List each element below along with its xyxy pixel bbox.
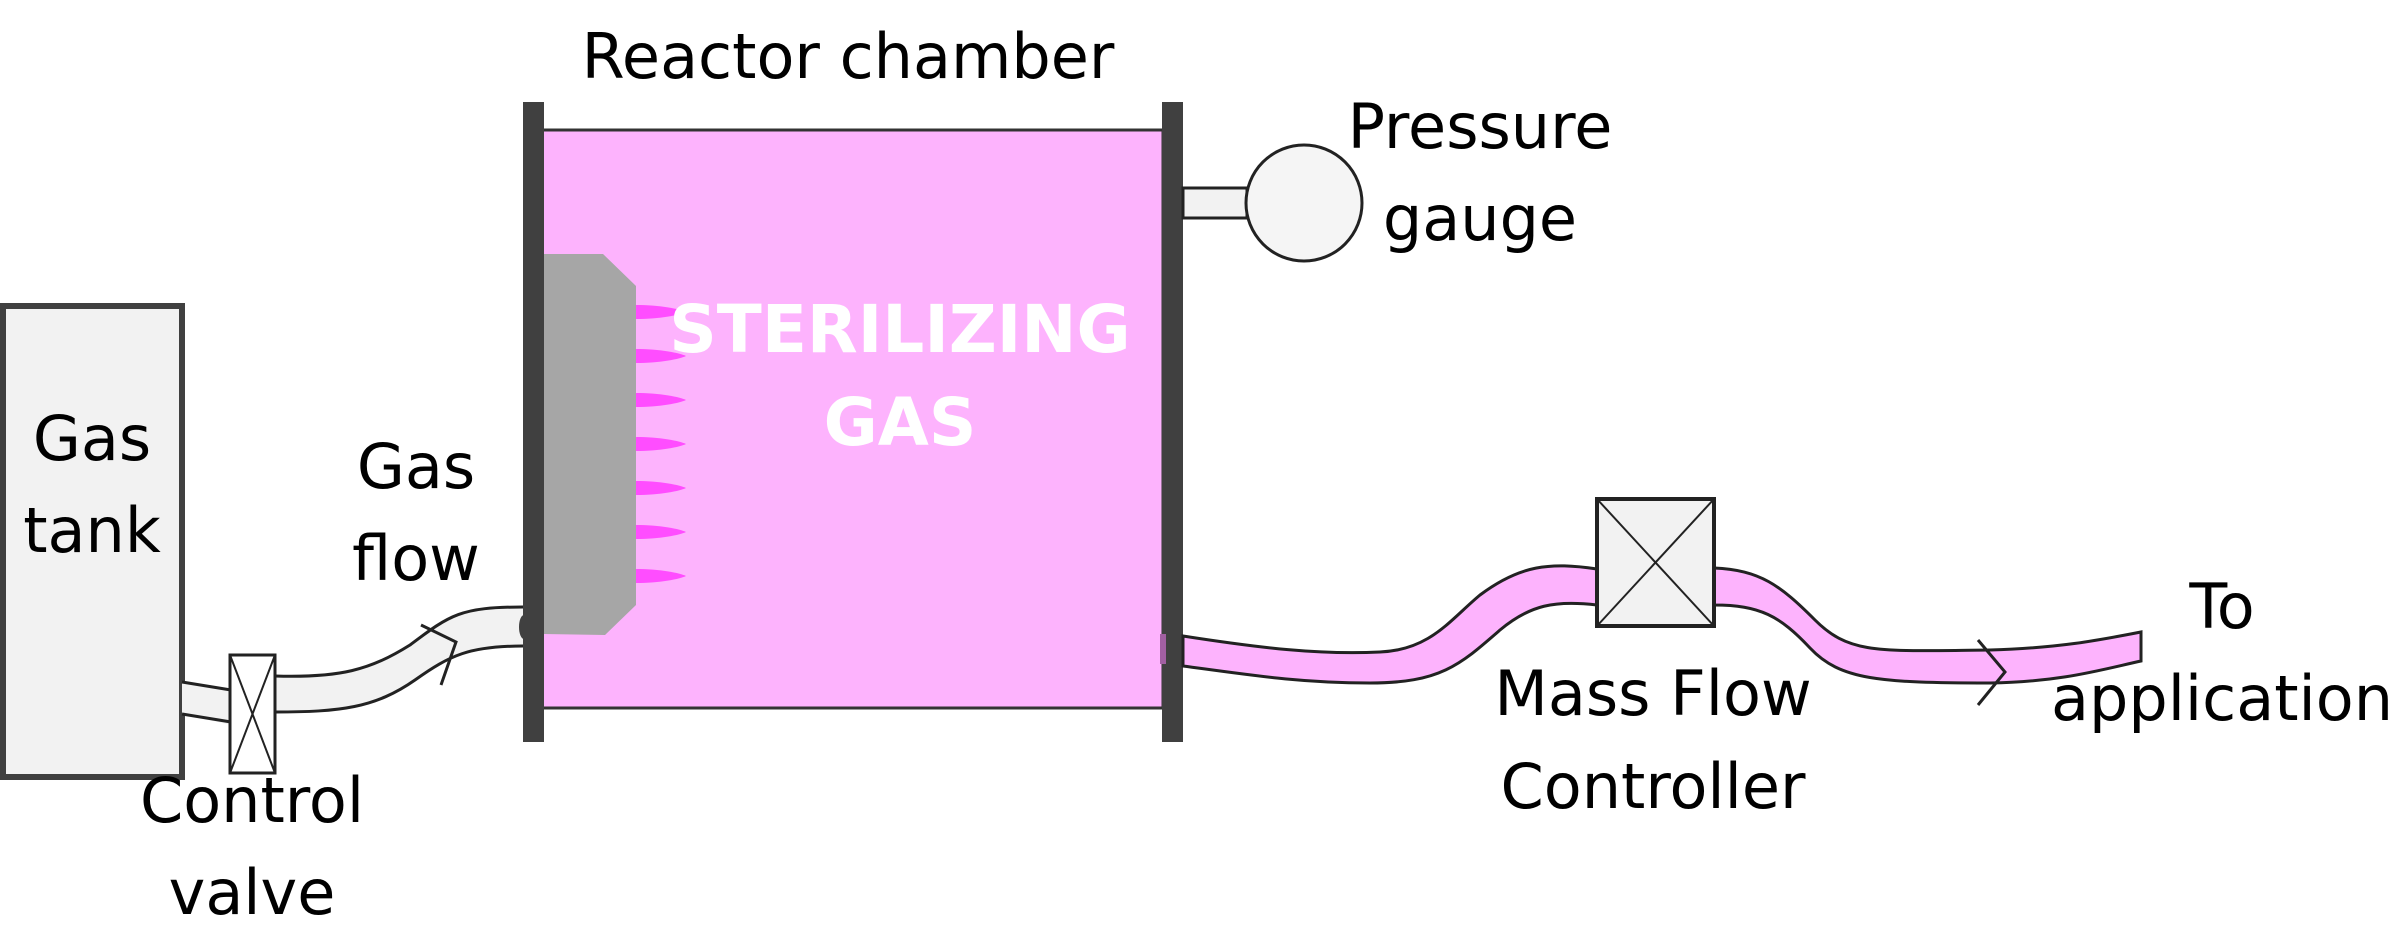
electrode — [544, 254, 636, 635]
plasma-jet — [636, 305, 686, 319]
sterilizing-gas-label-line2: GAS — [824, 384, 977, 461]
inlet-pipe-curved-top — [274, 605, 524, 678]
inlet-pipe-top-edge — [181, 680, 232, 692]
mass-flow-controller-label-line2: Controller — [1501, 750, 1806, 823]
plasma-jet — [636, 525, 686, 539]
control-valve-label-line2: valve — [169, 856, 336, 929]
gas-tank-label-line2: tank — [23, 494, 161, 567]
mass-flow-controller — [1595, 497, 1716, 628]
gauge-stem — [1181, 186, 1249, 220]
inlet-connector — [519, 615, 529, 639]
inlet-pipe — [182, 682, 231, 725]
pressure-gauge-label-line1: Pressure — [1348, 90, 1613, 163]
chamber-left-wall — [523, 102, 544, 742]
outlet-connector — [1160, 634, 1166, 664]
plasma-jet — [636, 349, 686, 363]
gas-flow-label-line1: Gas — [357, 430, 475, 503]
reactor-chamber-label: Reactor chamber — [582, 20, 1115, 93]
plasma-jet — [636, 393, 686, 407]
plasma-jet — [636, 481, 686, 495]
inlet-pipe-curved-bottom — [274, 644, 524, 714]
plasma-jet — [636, 569, 686, 583]
control-valve-label-line1: Control — [140, 764, 364, 837]
chamber-interior — [539, 128, 1165, 710]
control-valve — [228, 653, 277, 775]
gas-tank — [0, 303, 185, 780]
inlet-flow-arrow-icon — [420, 623, 458, 686]
gas-tank-label-line1: Gas — [33, 402, 151, 475]
pressure-gauge — [1244, 143, 1364, 263]
outlet-pipe-2 — [1712, 566, 2143, 685]
mass-flow-controller-label-line1: Mass Flow — [1494, 657, 1811, 730]
gas-flow-label-line2: flow — [352, 522, 480, 595]
plasma-jet — [636, 437, 686, 451]
chamber-right-wall — [1162, 102, 1183, 742]
outlet-flow-arrow-icon — [1976, 639, 2007, 706]
pressure-gauge-label-line2: gauge — [1383, 182, 1577, 255]
to-application-label-line2: application — [2051, 662, 2393, 735]
to-application-label-line1: To — [2188, 570, 2254, 643]
plasma-jets — [636, 305, 686, 583]
sterilizing-gas-label-line1: STERILIZING — [669, 291, 1130, 368]
inlet-pipe-bottom-edge — [181, 712, 232, 724]
inlet-pipe-curved — [275, 607, 523, 712]
